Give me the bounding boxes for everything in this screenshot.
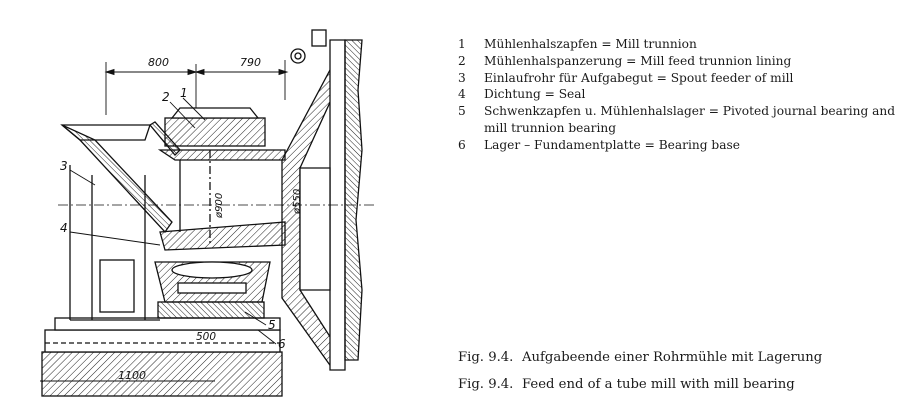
callout-leaders	[69, 97, 277, 345]
legend-text: Mühlenhalszapfen = Mill trunnion	[484, 37, 697, 51]
legend-number: 5	[458, 104, 466, 119]
dimension-label-790: 790	[240, 56, 261, 69]
figure-number: Fig. 9.4.	[458, 350, 514, 365]
callout-1: 1	[180, 86, 188, 100]
legend-text: Mühlenhalspanzerung = Mill feed trunnion…	[484, 53, 792, 68]
legend-item-1: 1 Mühlenhalszapfen = Mill trunnion	[458, 36, 898, 53]
feed-spout	[60, 121, 181, 234]
callout-3: 3	[60, 159, 68, 173]
foundation	[41, 301, 283, 397]
dimension-label-900: ø900	[214, 193, 225, 219]
legend-number: 6	[458, 137, 466, 152]
legend-item-5: 5 Schwenkzapfen u. Mühlenhalslager = Piv…	[458, 103, 898, 137]
figure-caption-english: Fig. 9.4. Feed end of a tube mill with mi…	[458, 377, 795, 392]
mill-shell	[281, 29, 363, 371]
caption-text: Feed end of a tube mill with mill bearin…	[522, 377, 795, 392]
legend-number: 1	[458, 37, 466, 51]
dimension-label-1100: 1100	[118, 369, 146, 382]
legend-item-3: 3 Einlaufrohr für Aufgabegut = Spout fee…	[458, 70, 898, 87]
figure-number: Fig. 9.4.	[458, 377, 514, 392]
figure-caption-german: Fig. 9.4. Aufgabeende einer Rohrmühle mit…	[458, 350, 822, 365]
dimension-label-550: ø550	[292, 189, 303, 215]
legend-text: Dichtung = Seal	[484, 87, 586, 102]
legend-item-4: 4 Dichtung = Seal	[458, 86, 898, 103]
legend-text: Einlaufrohr für Aufgabegut = Spout feede…	[484, 70, 794, 85]
callout-2: 2	[162, 90, 170, 104]
legend-item-6: 6 Lager – Fundamentplatte = Bearing base	[458, 137, 898, 154]
mill-cross-section-drawing: 800 790 ø900 ø550 500 1100 2 1 3 4 5 6	[40, 29, 375, 397]
legend-number: 3	[458, 70, 466, 85]
support-frame	[69, 165, 160, 321]
legend-text: Lager – Fundamentplatte = Bearing base	[484, 137, 740, 152]
legend-number: 4	[458, 87, 466, 102]
legend-list: 1 Mühlenhalszapfen = Mill trunnion 2 Müh…	[458, 36, 898, 154]
dimension-label-800: 800	[148, 56, 169, 69]
bearing-housing	[154, 107, 271, 303]
callout-4: 4	[60, 221, 68, 235]
legend-item-2: 2 Mühlenhalspanzerung = Mill feed trunni…	[458, 53, 898, 70]
legend-text: Schwenkzapfen u. Mühlenhalslager = Pivot…	[484, 104, 896, 135]
caption-text: Aufgabeende einer Rohrmühle mit Lagerung	[522, 350, 823, 365]
callout-6: 6	[278, 337, 286, 351]
legend-number: 2	[458, 53, 466, 68]
callout-5: 5	[268, 318, 276, 332]
dimension-label-500: 500	[196, 331, 216, 343]
